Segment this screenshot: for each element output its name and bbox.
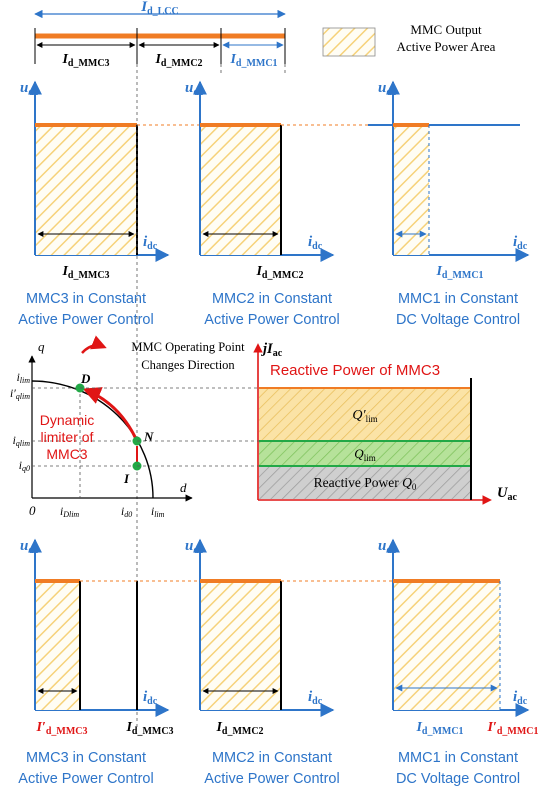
current-partition-bar: Id_LCC Id_MMC3 Id_MMC2 Id_MMC1 <box>34 0 286 69</box>
caption-line1: MMC1 in Constant <box>398 291 518 307</box>
y-axis-label: udc <box>185 80 204 98</box>
row3-mmc3-plot: udc idc I′d_MMC3 Id_MMC3 MMC3 in Constan… <box>18 538 173 787</box>
x-axis-label: idc <box>308 234 323 252</box>
caption-line2: DC Voltage Control <box>396 312 520 328</box>
i-d0-label: id0 <box>121 506 132 519</box>
q-lim-area <box>259 441 471 466</box>
point-i-label: I <box>123 471 130 486</box>
caption-line2: Active Power Control <box>18 771 153 787</box>
dynamic-limiter-line3: MMC3 <box>46 446 87 462</box>
active-power-area <box>394 581 500 710</box>
mmc1-current-label: Id_MMC1 <box>435 264 483 281</box>
direction-note-line2: Changes Direction <box>141 358 235 372</box>
mmc2-current-label: Id_MMC2 <box>154 52 202 69</box>
mmc2-current-label: Id_MMC2 <box>255 264 303 281</box>
direction-arrow-icon <box>81 335 107 354</box>
reactive-title: Reactive Power of MMC3 <box>270 362 440 379</box>
q-lim-label: Qlim <box>354 446 375 463</box>
caption-line1: MMC3 in Constant <box>26 291 146 307</box>
mmc1-current-label: Id_MMC1 <box>415 720 463 737</box>
x-axis-label: idc <box>513 234 528 252</box>
current-circle-diagram: q d 0 ilim i′qlim iqlim iq0 iDlim id0 il… <box>10 335 245 519</box>
x-axis-label: idc <box>143 234 158 252</box>
row3-mmc1-plot: udc idc Id_MMC1 I′d_MMC1 MMC1 in Constan… <box>378 538 539 787</box>
caption-line1: MMC2 in Constant <box>212 750 332 766</box>
reactive-power-diagram: jIac Uac Reactive Power of MMC3 Q′lim Ql… <box>80 341 517 505</box>
caption-line1: MMC2 in Constant <box>212 291 332 307</box>
row1-mmc3-plot: udc idc Id_MMC3 MMC3 in Constant Active … <box>18 80 170 328</box>
point-n-label: N <box>143 429 154 444</box>
d-axis-label: d <box>180 480 187 495</box>
i-dlim-label: iDlim <box>60 506 79 519</box>
dynamic-limiter-line2: limiter of <box>41 429 94 445</box>
caption-line2: Active Power Control <box>204 312 339 328</box>
dynamic-limiter-line1: Dynamic <box>40 412 94 428</box>
q-lim-prime-area <box>259 388 471 441</box>
q0-label: Reactive Power Q0 <box>314 475 417 492</box>
active-power-area <box>36 125 137 255</box>
caption-line2: Active Power Control <box>18 312 153 328</box>
q-lim-prime-label: Q′lim <box>352 408 377 424</box>
new-mmc1-current-label: I′d_MMC1 <box>486 720 538 737</box>
x-axis-label: Uac <box>497 485 517 503</box>
operating-point-trajectory <box>82 387 139 442</box>
y-axis-label: udc <box>378 538 397 556</box>
caption-line1: MMC1 in Constant <box>398 750 518 766</box>
mmc2-current-label: Id_MMC2 <box>215 720 263 737</box>
y-axis-label: udc <box>185 538 204 556</box>
i-lim-q-label: ilim <box>17 372 31 385</box>
mmc3-current-label: Id_MMC3 <box>125 720 173 737</box>
q-axis-label: q <box>38 339 45 354</box>
direction-note-line1: MMC Operating Point <box>131 340 245 354</box>
i-q0-label: iq0 <box>19 460 30 473</box>
row1-mmc2-plot: udc idc Id_MMC2 MMC2 in Constant Active … <box>185 80 340 328</box>
legend: MMC Output Active Power Area <box>322 22 496 57</box>
i-lim-d-label: ilim <box>151 506 165 519</box>
y-axis-label: udc <box>20 80 39 98</box>
x-axis-label: idc <box>308 689 323 707</box>
point-d-label: D <box>80 371 91 386</box>
caption-line2: DC Voltage Control <box>396 771 520 787</box>
legend-swatch <box>322 27 376 57</box>
caption-line1: MMC3 in Constant <box>26 750 146 766</box>
y-axis-label: udc <box>20 538 39 556</box>
q0-area <box>259 466 471 499</box>
y-axis-label: udc <box>378 80 397 98</box>
y-axis-label: jIac <box>261 341 283 359</box>
i-qlim-prime-label: i′qlim <box>10 388 30 401</box>
row1-mmc1-plot: udc idc Id_MMC1 MMC1 in Constant DC Volt… <box>368 80 530 328</box>
row3-mmc2-plot: udc idc Id_MMC2 MMC2 in Constant Active … <box>185 538 340 787</box>
active-power-area <box>201 125 281 255</box>
mmc3-current-label: Id_MMC3 <box>61 52 109 69</box>
x-axis-label: idc <box>513 689 528 707</box>
i-qlim-label: iqlim <box>13 435 31 448</box>
total-current-label: Id_LCC <box>140 0 179 17</box>
mmc3-current-label: Id_MMC3 <box>61 264 109 281</box>
legend-label-line1: MMC Output <box>410 22 482 37</box>
x-axis-label: idc <box>143 689 158 707</box>
reduced-mmc3-current-label: I′d_MMC3 <box>35 720 87 737</box>
active-power-area <box>394 125 429 255</box>
current-limit-circle <box>31 380 154 499</box>
origin-label: 0 <box>29 503 36 518</box>
legend-label-line2: Active Power Area <box>397 39 496 54</box>
caption-line2: Active Power Control <box>204 771 339 787</box>
mmc1-current-label: Id_MMC1 <box>229 52 277 69</box>
